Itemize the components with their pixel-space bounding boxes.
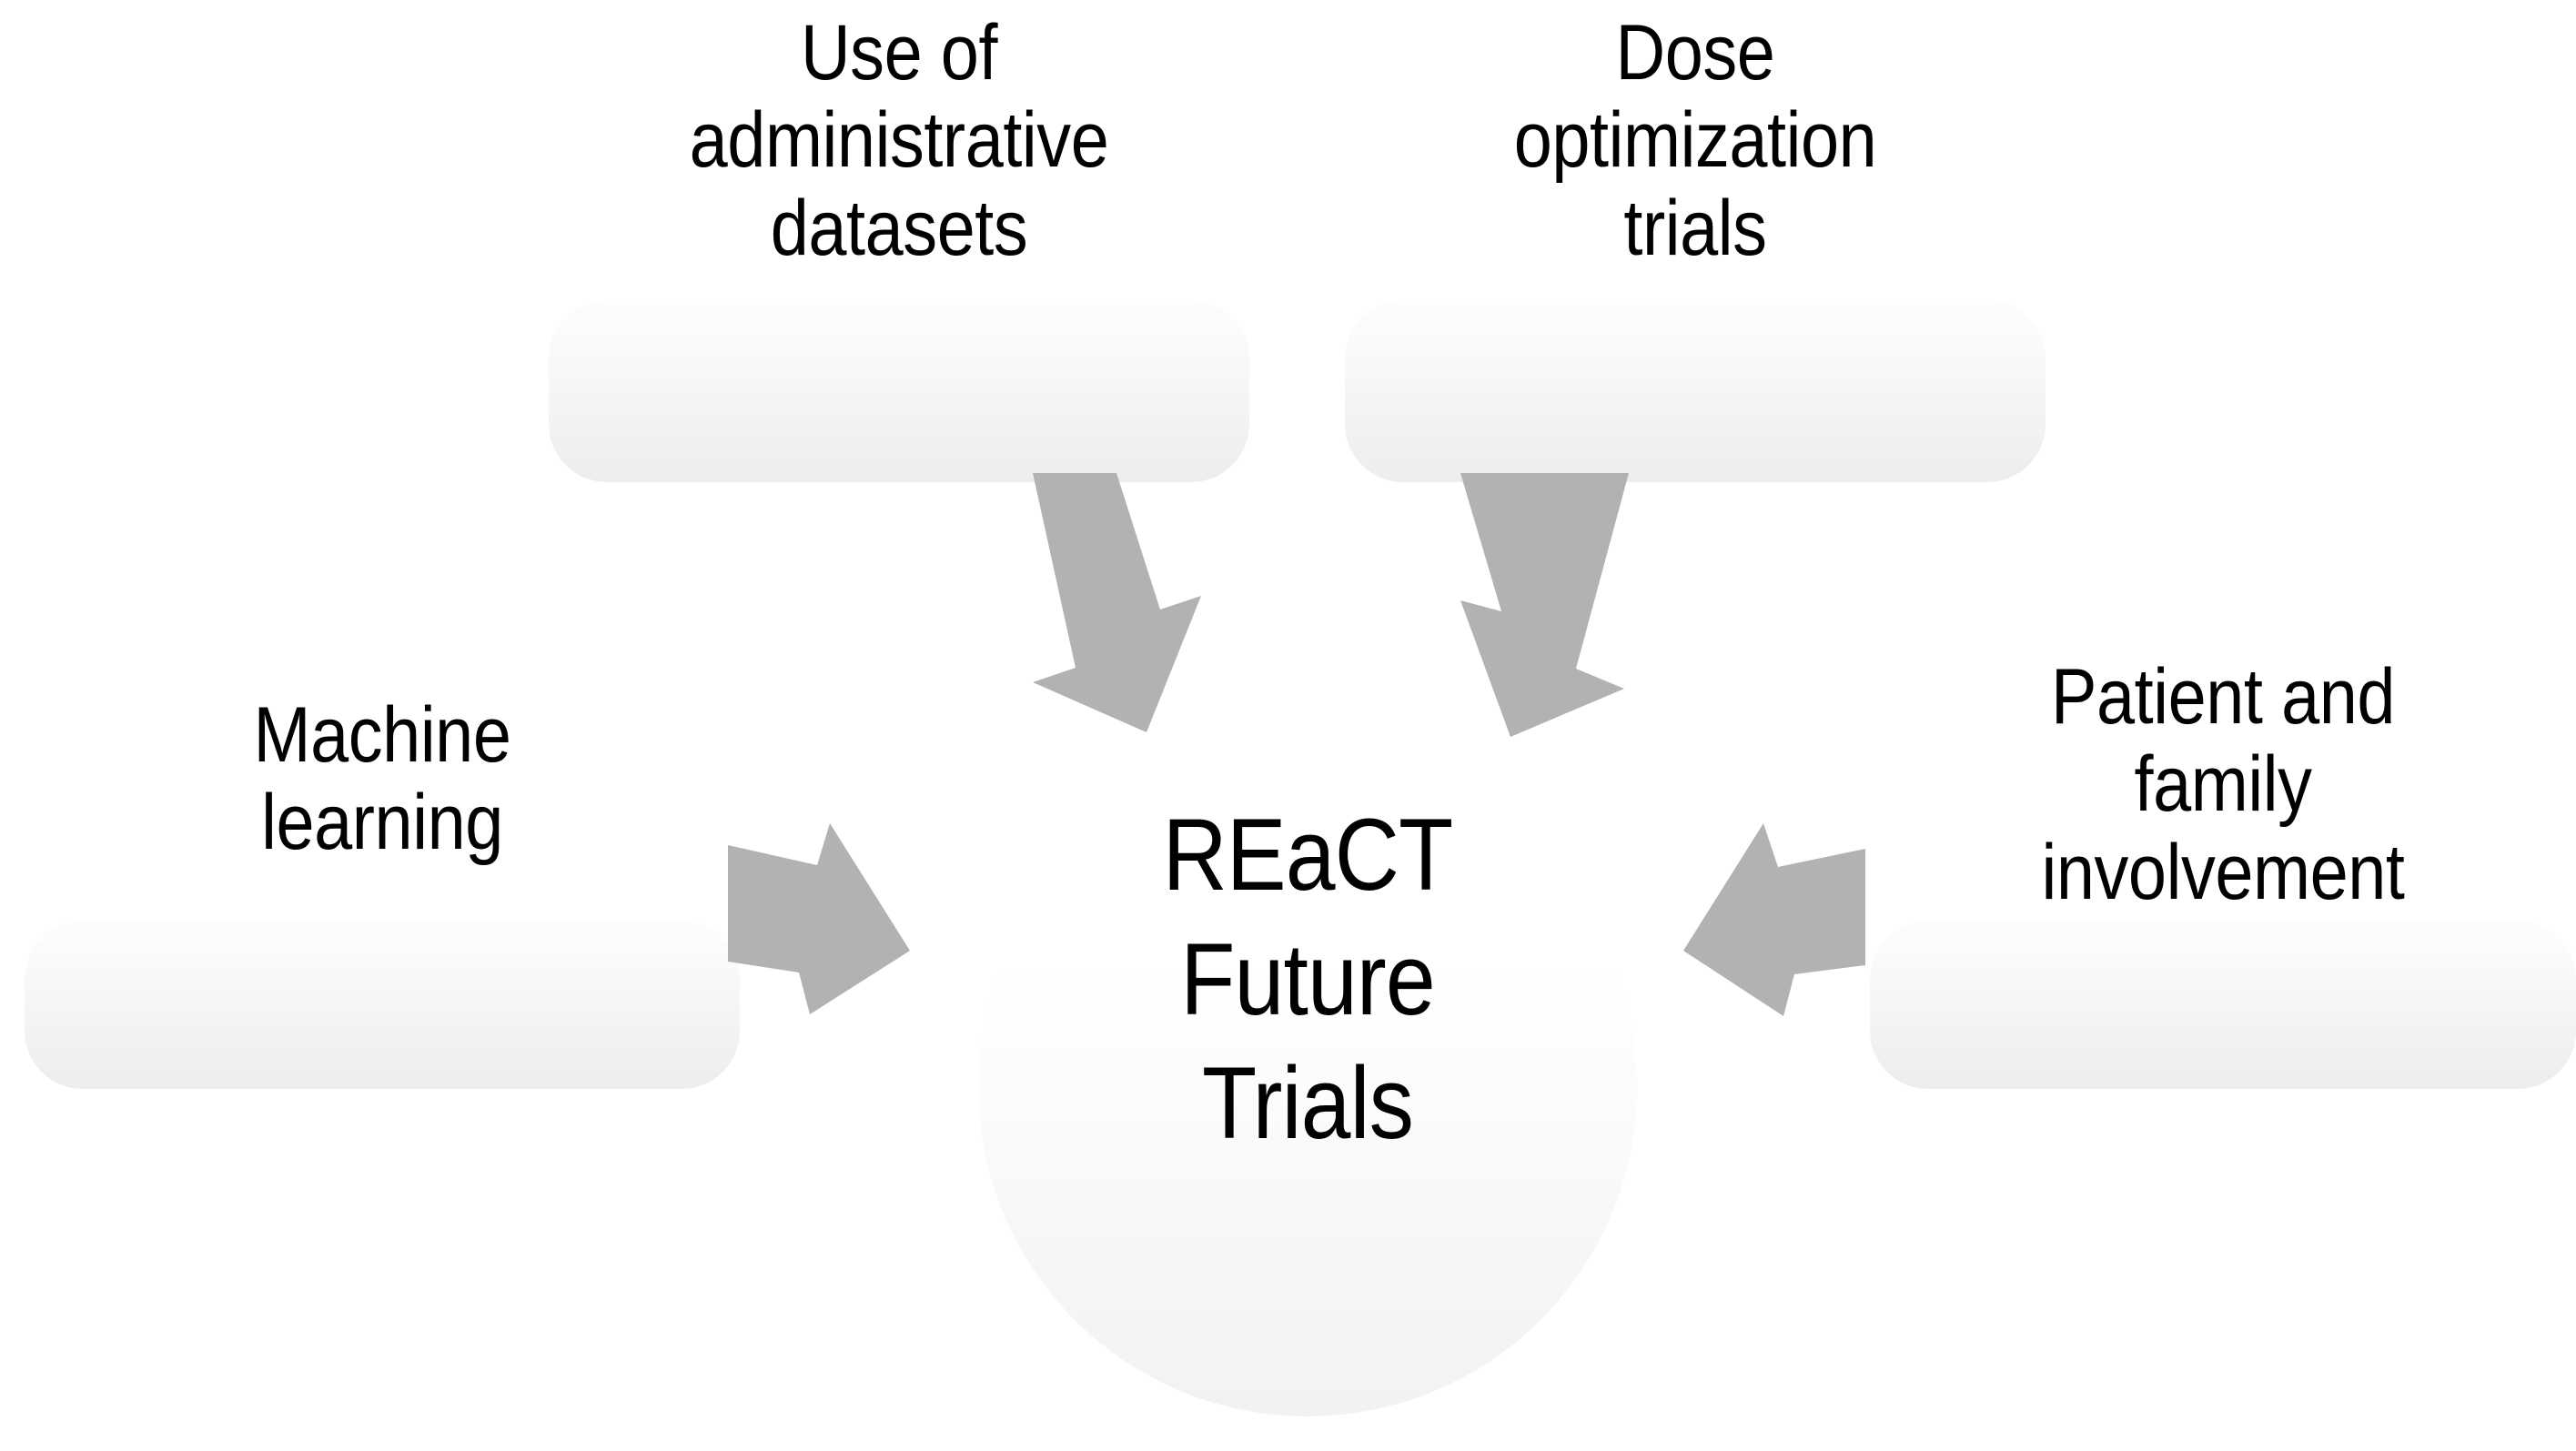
node-plate-patient-and-family-involvement[interactable]: [1870, 921, 2576, 1089]
node-label-machine-learning: Machine learning: [253, 691, 511, 867]
arrow-left-icon: [1683, 823, 1865, 1016]
node-plate-administrative-datasets[interactable]: [549, 300, 1249, 482]
arrow-right-icon: [728, 823, 910, 1014]
node-plate-dose-optimization-trials[interactable]: [1345, 300, 2046, 482]
node-label-administrative-datasets: Use of administrative datasets: [689, 9, 1109, 272]
node-label-dose-optimization-trials: Dose optimization trials: [1513, 9, 1877, 272]
arrow-down-left-icon: [1460, 473, 1629, 737]
center-hub-label: REaCT Future Trials: [1162, 798, 1454, 1161]
center-hub-circle[interactable]: [978, 758, 1637, 1416]
arrow-down-right-icon: [978, 473, 1201, 732]
node-plate-machine-learning[interactable]: [25, 921, 740, 1089]
node-label-patient-and-family-involvement: Patient and family involvement: [2041, 653, 2405, 916]
